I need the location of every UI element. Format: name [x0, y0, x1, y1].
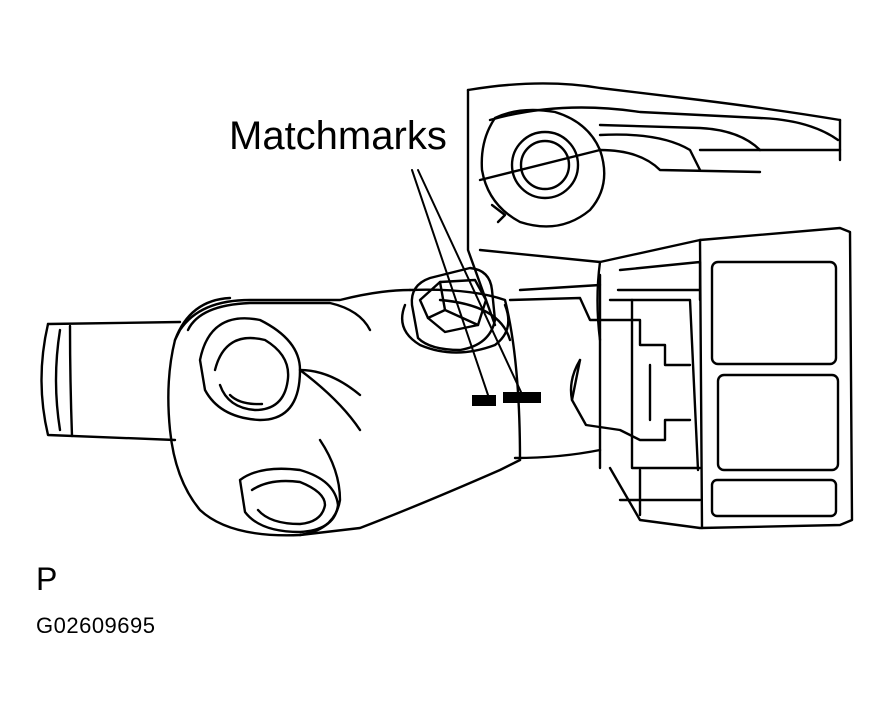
universal-joint [167, 288, 522, 537]
view-code-label: P [36, 561, 58, 597]
upper-bracket [466, 82, 842, 327]
figure-id-label: G02609695 [36, 613, 156, 638]
matchmarks-label: Matchmarks [229, 114, 447, 158]
matchmark-shaft [472, 395, 496, 406]
matchmark-yoke [503, 392, 541, 403]
pinch-bolt [400, 266, 510, 354]
intermediate-shaft [40, 320, 182, 442]
stepped-flange [508, 283, 692, 460]
matchmark-leader-lines [411, 169, 522, 396]
gear-housing [478, 226, 854, 530]
matchmarks [472, 392, 541, 406]
bracket-eye [480, 108, 606, 228]
